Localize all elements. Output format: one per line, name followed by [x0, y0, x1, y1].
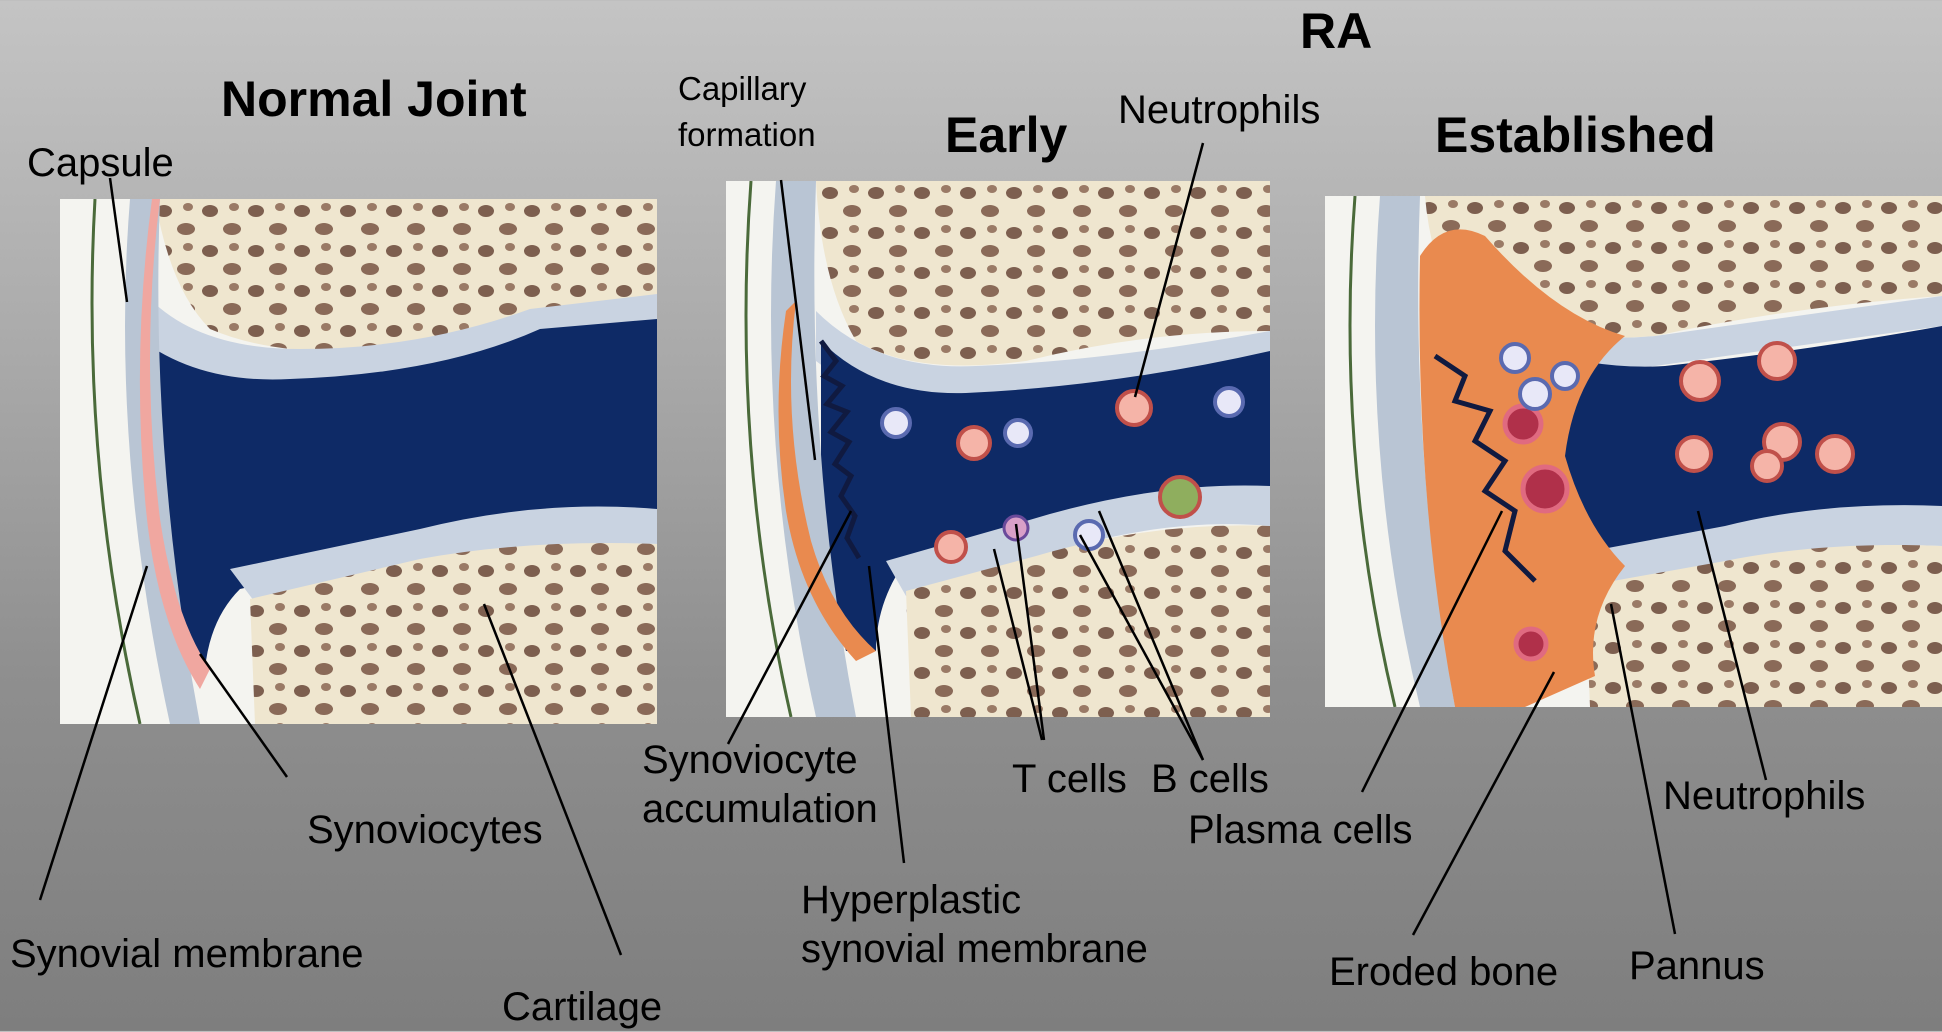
eroded-bone-leader-line [1413, 672, 1554, 935]
early-ra-illustration [726, 181, 1270, 717]
neutrophils-early-label: Neutrophils [1118, 86, 1320, 135]
synoviocyte-accumulation-line-2: accumulation [642, 785, 878, 834]
synoviocytes-label: Synoviocytes [307, 806, 543, 855]
capillary-formation-label: Capillary formation [678, 66, 816, 157]
hyperplastic-line-1: Hyperplastic [801, 876, 1148, 925]
neutrophils-established-label: Neutrophils [1663, 772, 1865, 821]
eroded-bone-label: Eroded bone [1329, 948, 1558, 997]
plasma-cells-label: Plasma cells [1188, 806, 1413, 855]
normal-joint-illustration [60, 199, 657, 724]
capsule-label: Capsule [27, 139, 174, 188]
capillary-formation-line-2: formation [678, 112, 816, 158]
ra-title: RA [1300, 6, 1372, 56]
established-ra-illustration [1325, 196, 1942, 707]
pannus-label: Pannus [1629, 942, 1765, 991]
synoviocyte-accumulation-label: Synoviocyte accumulation [642, 736, 878, 834]
b-cells-label: B cells [1151, 755, 1269, 804]
hyperplastic-line-2: synovial membrane [801, 925, 1148, 974]
established-title: Established [1435, 110, 1716, 160]
synoviocyte-accumulation-line-1: Synoviocyte [642, 736, 878, 785]
cartilage-label: Cartilage [502, 983, 662, 1032]
normal-joint-title: Normal Joint [221, 74, 527, 124]
capillary-formation-line-1: Capillary [678, 66, 816, 112]
t-cells-label: T cells [1012, 755, 1127, 804]
synovial-membrane-label: Synovial membrane [10, 930, 364, 979]
early-title: Early [945, 110, 1067, 160]
hyperplastic-synovial-membrane-label: Hyperplastic synovial membrane [801, 876, 1148, 974]
